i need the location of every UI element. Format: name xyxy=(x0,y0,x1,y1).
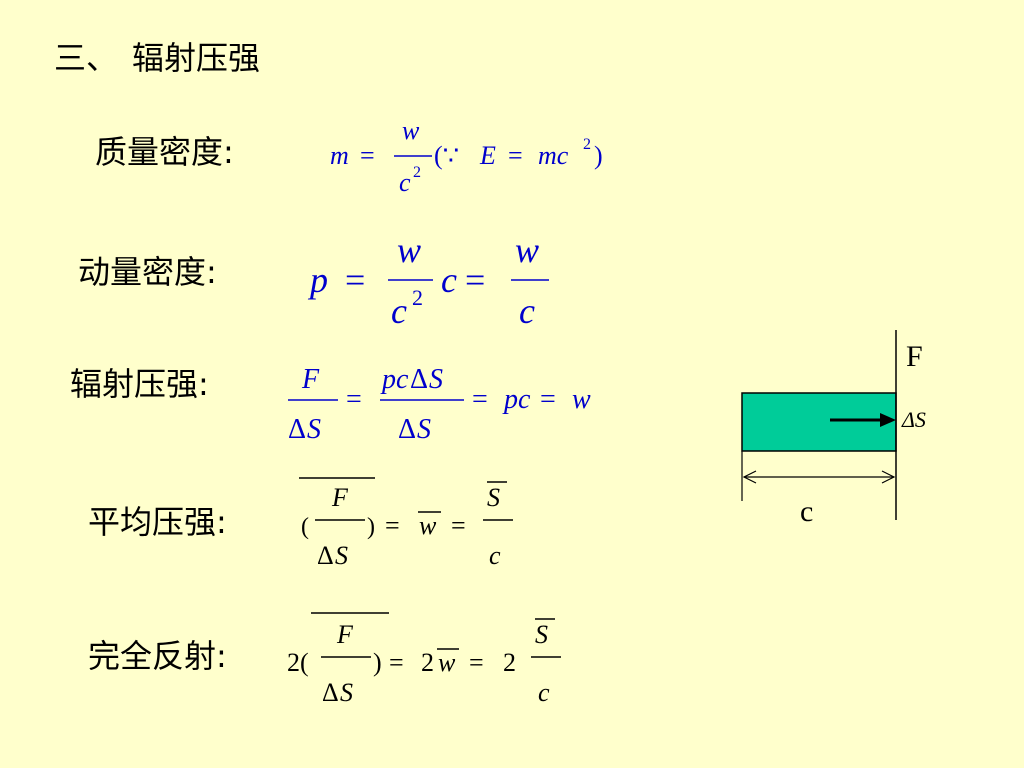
svg-text:S: S xyxy=(335,541,348,570)
svg-text:Δ: Δ xyxy=(317,541,334,570)
light-column-block xyxy=(741,392,897,452)
svg-text:w: w xyxy=(402,116,420,145)
svg-text:2: 2 xyxy=(421,648,434,677)
label-momentum-density: 动量密度: xyxy=(78,253,217,291)
svg-text:S: S xyxy=(429,364,443,395)
svg-text:F: F xyxy=(336,620,354,649)
svg-text:=: = xyxy=(508,141,523,170)
svg-text:2(: 2( xyxy=(287,648,309,677)
svg-text:): ) xyxy=(373,648,382,677)
svg-text:=: = xyxy=(385,511,400,540)
svg-text:=: = xyxy=(345,260,365,300)
radiation-pressure-diagram: F ΔS c xyxy=(741,330,926,528)
svg-text:w: w xyxy=(572,384,591,415)
svg-text:c: c xyxy=(538,678,550,707)
section-number: 三、 xyxy=(54,39,119,77)
section-title: 辐射压强 xyxy=(132,39,261,77)
svg-text:=: = xyxy=(360,141,375,170)
svg-text:w: w xyxy=(419,511,437,540)
svg-text:=: = xyxy=(346,384,362,415)
svg-text:c: c xyxy=(489,541,501,570)
label-mass-density: 质量密度: xyxy=(95,133,234,171)
svg-text:c: c xyxy=(399,168,411,197)
svg-text:w: w xyxy=(515,230,539,270)
svg-text:): ) xyxy=(367,514,375,540)
svg-text:=: = xyxy=(389,648,404,677)
svg-text:S: S xyxy=(487,483,500,512)
svg-text:Δ: Δ xyxy=(398,414,416,445)
svg-text:2: 2 xyxy=(412,285,423,310)
svg-text:): ) xyxy=(594,141,603,170)
svg-text:c: c xyxy=(441,260,457,300)
svg-text:=: = xyxy=(465,260,485,300)
svg-text:=: = xyxy=(540,384,556,415)
svg-text:S: S xyxy=(417,414,431,445)
svg-text:mc: mc xyxy=(538,141,569,170)
label-radiation-pressure: 辐射压强: xyxy=(70,365,209,403)
svg-text:c: c xyxy=(391,291,407,331)
svg-text:pc: pc xyxy=(380,364,409,395)
svg-text:2: 2 xyxy=(503,648,516,677)
force-label: F xyxy=(906,340,923,373)
svg-text:2: 2 xyxy=(413,164,421,181)
svg-text:pc: pc xyxy=(502,384,531,415)
svg-text:F: F xyxy=(301,364,320,395)
equation-momentum-density: p = w c 2 c = w c xyxy=(307,230,549,331)
svg-text:S: S xyxy=(535,620,548,649)
svg-text:(∵: (∵ xyxy=(434,141,459,170)
svg-text:w: w xyxy=(438,648,456,677)
svg-text:(: ( xyxy=(301,514,309,540)
svg-text:F: F xyxy=(331,483,349,512)
svg-text:c: c xyxy=(519,291,535,331)
svg-text:m: m xyxy=(330,141,349,170)
svg-text:E: E xyxy=(479,141,496,170)
svg-text:w: w xyxy=(397,230,421,270)
svg-text:Δ: Δ xyxy=(288,414,306,445)
svg-text:S: S xyxy=(340,678,353,707)
svg-text:=: = xyxy=(472,384,488,415)
svg-text:=: = xyxy=(469,648,484,677)
svg-text:=: = xyxy=(451,511,466,540)
svg-text:Δ: Δ xyxy=(322,678,339,707)
svg-text:p: p xyxy=(307,260,328,300)
force-arrowhead xyxy=(880,413,896,427)
svg-text:S: S xyxy=(307,414,321,445)
area-label: ΔS xyxy=(901,407,926,432)
svg-text:2: 2 xyxy=(583,136,591,153)
svg-text:Δ: Δ xyxy=(410,364,428,395)
label-total-reflection: 完全反射: xyxy=(88,637,227,675)
section-heading: 三、辐射压强 xyxy=(54,42,260,74)
equation-mass-density: m = w c 2 (∵ E = mc 2 ) xyxy=(330,116,603,197)
length-label: c xyxy=(800,495,813,528)
label-average-pressure: 平均压强: xyxy=(88,503,227,541)
